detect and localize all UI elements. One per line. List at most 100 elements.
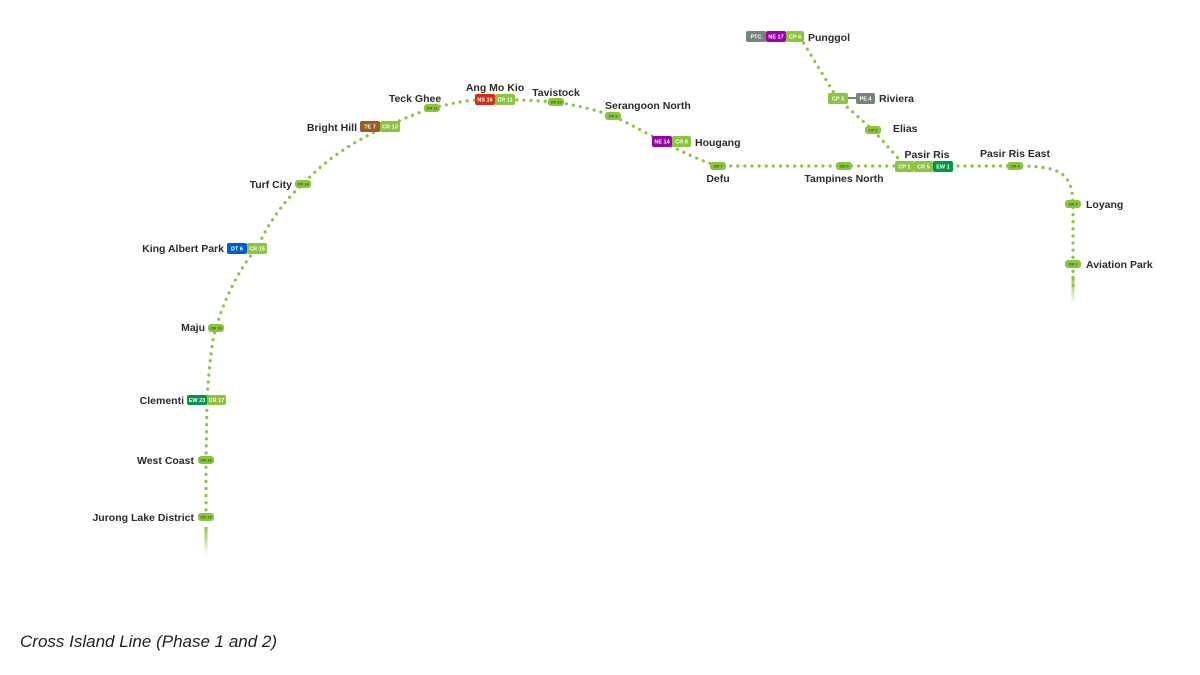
station-name: West Coast <box>137 455 194 467</box>
station-name: Bright Hill <box>307 122 357 134</box>
station-tampines-north[interactable]: CR 6 Tampines North <box>804 162 884 185</box>
station-punggol[interactable]: PTC NE 17 CP 4 Punggol <box>746 31 850 44</box>
station-code: CR 2 <box>1068 262 1078 267</box>
station-name: Pasir Ris East <box>980 148 1051 160</box>
crl-main-line <box>204 35 1075 519</box>
station-code-badge <box>1065 200 1081 208</box>
station-name: Hougang <box>695 137 741 149</box>
station-code: NS 16 <box>477 98 492 104</box>
station-code: CR 7 <box>713 164 723 169</box>
station-code: PE 4 <box>860 97 873 103</box>
station-ang-mo-kio[interactable]: NS 16 CR 11 Ang Mo Kio <box>466 82 524 105</box>
station-code-badge <box>766 31 786 42</box>
station-code: PTC <box>751 35 762 41</box>
station-name: Punggol <box>808 32 850 44</box>
station-code: CR 13 <box>382 125 398 131</box>
station-code: CR 19 <box>200 515 212 520</box>
station-name: Riviera <box>879 93 914 105</box>
station-code: CR 16 <box>210 326 222 331</box>
station-riviera[interactable]: CP 3 PE 4 Riviera <box>828 93 914 105</box>
station-name: Turf City <box>250 179 293 191</box>
station-code: CR 10 <box>550 100 562 105</box>
station-name: Aviation Park <box>1086 259 1153 271</box>
station-name: Jurong Lake District <box>92 512 194 524</box>
line-fade-east <box>1071 276 1075 304</box>
station-code: CR 5 <box>917 165 930 171</box>
station-name: Teck Ghee <box>389 93 441 105</box>
station-code: CR 3 <box>1068 202 1078 207</box>
station-code: TE 7 <box>364 125 376 131</box>
station-defu[interactable]: CR 7 Defu <box>706 162 730 185</box>
station-code-badge <box>495 94 515 105</box>
station-code: DT 6 <box>231 247 243 253</box>
station-code: CR 18 <box>200 458 212 463</box>
station-name: Tavistock <box>532 87 580 99</box>
station-code-badge <box>914 161 933 172</box>
station-name: King Albert Park <box>142 243 224 255</box>
station-name: Serangoon North <box>605 100 691 112</box>
station-loyang[interactable]: CR 3 Loyang <box>1065 199 1123 211</box>
station-code-badge <box>227 243 247 254</box>
station-code-badge <box>836 162 852 170</box>
station-code: CR 4 <box>1010 164 1020 169</box>
map-caption: Cross Island Line (Phase 1 and 2) <box>20 632 278 651</box>
station-code: CR 9 <box>608 114 618 119</box>
station-code-badge <box>746 31 766 42</box>
station-clementi[interactable]: EW 23 CR 17 Clementi <box>140 395 226 407</box>
station-code-badge <box>1007 162 1023 170</box>
station-bright-hill[interactable]: TE 7 CR 13 Bright Hill <box>307 121 400 134</box>
station-name: Clementi <box>140 395 184 407</box>
station-code-badge <box>828 93 848 104</box>
station-code-badge <box>865 126 881 134</box>
station-name: Ang Mo Kio <box>466 82 524 94</box>
station-serangoon-north[interactable]: CR 9 Serangoon North <box>605 100 691 120</box>
station-code-badge <box>247 243 267 254</box>
station-name: Tampines North <box>804 173 883 185</box>
station-code-badge <box>208 324 224 332</box>
station-code: CP 2 <box>869 128 879 133</box>
station-code: CR 15 <box>249 247 265 253</box>
station-maju[interactable]: CR 16 Maju <box>181 322 224 334</box>
station-turf-city[interactable]: CR 14 Turf City <box>250 179 311 191</box>
station-code-badge <box>933 161 953 172</box>
station-aviation-park[interactable]: CR 2 Aviation Park <box>1065 259 1153 271</box>
station-code: CP 1 <box>898 165 910 171</box>
station-code-badge <box>295 180 311 188</box>
station-code-badge <box>207 395 226 405</box>
station-teck-ghee[interactable]: CR 12 Teck Ghee <box>389 93 441 112</box>
station-king-albert-park[interactable]: DT 6 CR 15 King Albert Park <box>142 243 267 255</box>
station-elias[interactable]: CP 2 Elias <box>865 123 918 135</box>
station-code: CR 17 <box>209 398 225 404</box>
station-code-badge <box>424 104 440 112</box>
station-code-badge <box>380 121 400 132</box>
station-name: Defu <box>706 173 729 185</box>
station-code-badge <box>856 93 875 104</box>
station-code-badge <box>605 112 621 120</box>
station-code: CP 4 <box>789 35 802 41</box>
station-pasir-ris[interactable]: CP 1 CR 5 EW 1 Pasir Ris <box>895 149 953 172</box>
station-west-coast[interactable]: CR 18 West Coast <box>137 455 214 467</box>
station-code-badge <box>198 513 214 521</box>
station-code-badge <box>786 31 804 42</box>
station-code: CR 6 <box>839 164 849 169</box>
station-code-badge <box>672 136 691 147</box>
station-code-badge <box>710 162 726 170</box>
station-code-badge <box>548 98 564 106</box>
station-code: CR 8 <box>675 140 688 146</box>
station-name: Loyang <box>1086 199 1123 211</box>
station-code: CP 3 <box>832 97 844 103</box>
station-hougang[interactable]: NE 14 CR 8 Hougang <box>652 136 741 149</box>
station-jurong-lake-district[interactable]: CR 19 Jurong Lake District <box>92 512 214 524</box>
station-code-badge <box>360 121 380 132</box>
station-code: NE 14 <box>654 140 670 146</box>
station-code: CR 14 <box>297 182 309 187</box>
station-code: NE 17 <box>768 35 783 41</box>
line-fade-west <box>204 527 208 555</box>
station-name: Elias <box>893 123 918 135</box>
station-code: EW 23 <box>189 398 206 404</box>
station-tavistock[interactable]: CR 10 Tavistock <box>532 87 580 106</box>
station-pasir-ris-east[interactable]: CR 4 Pasir Ris East <box>980 148 1051 170</box>
station-code-badge <box>1065 260 1081 268</box>
station-name: Maju <box>181 322 205 334</box>
